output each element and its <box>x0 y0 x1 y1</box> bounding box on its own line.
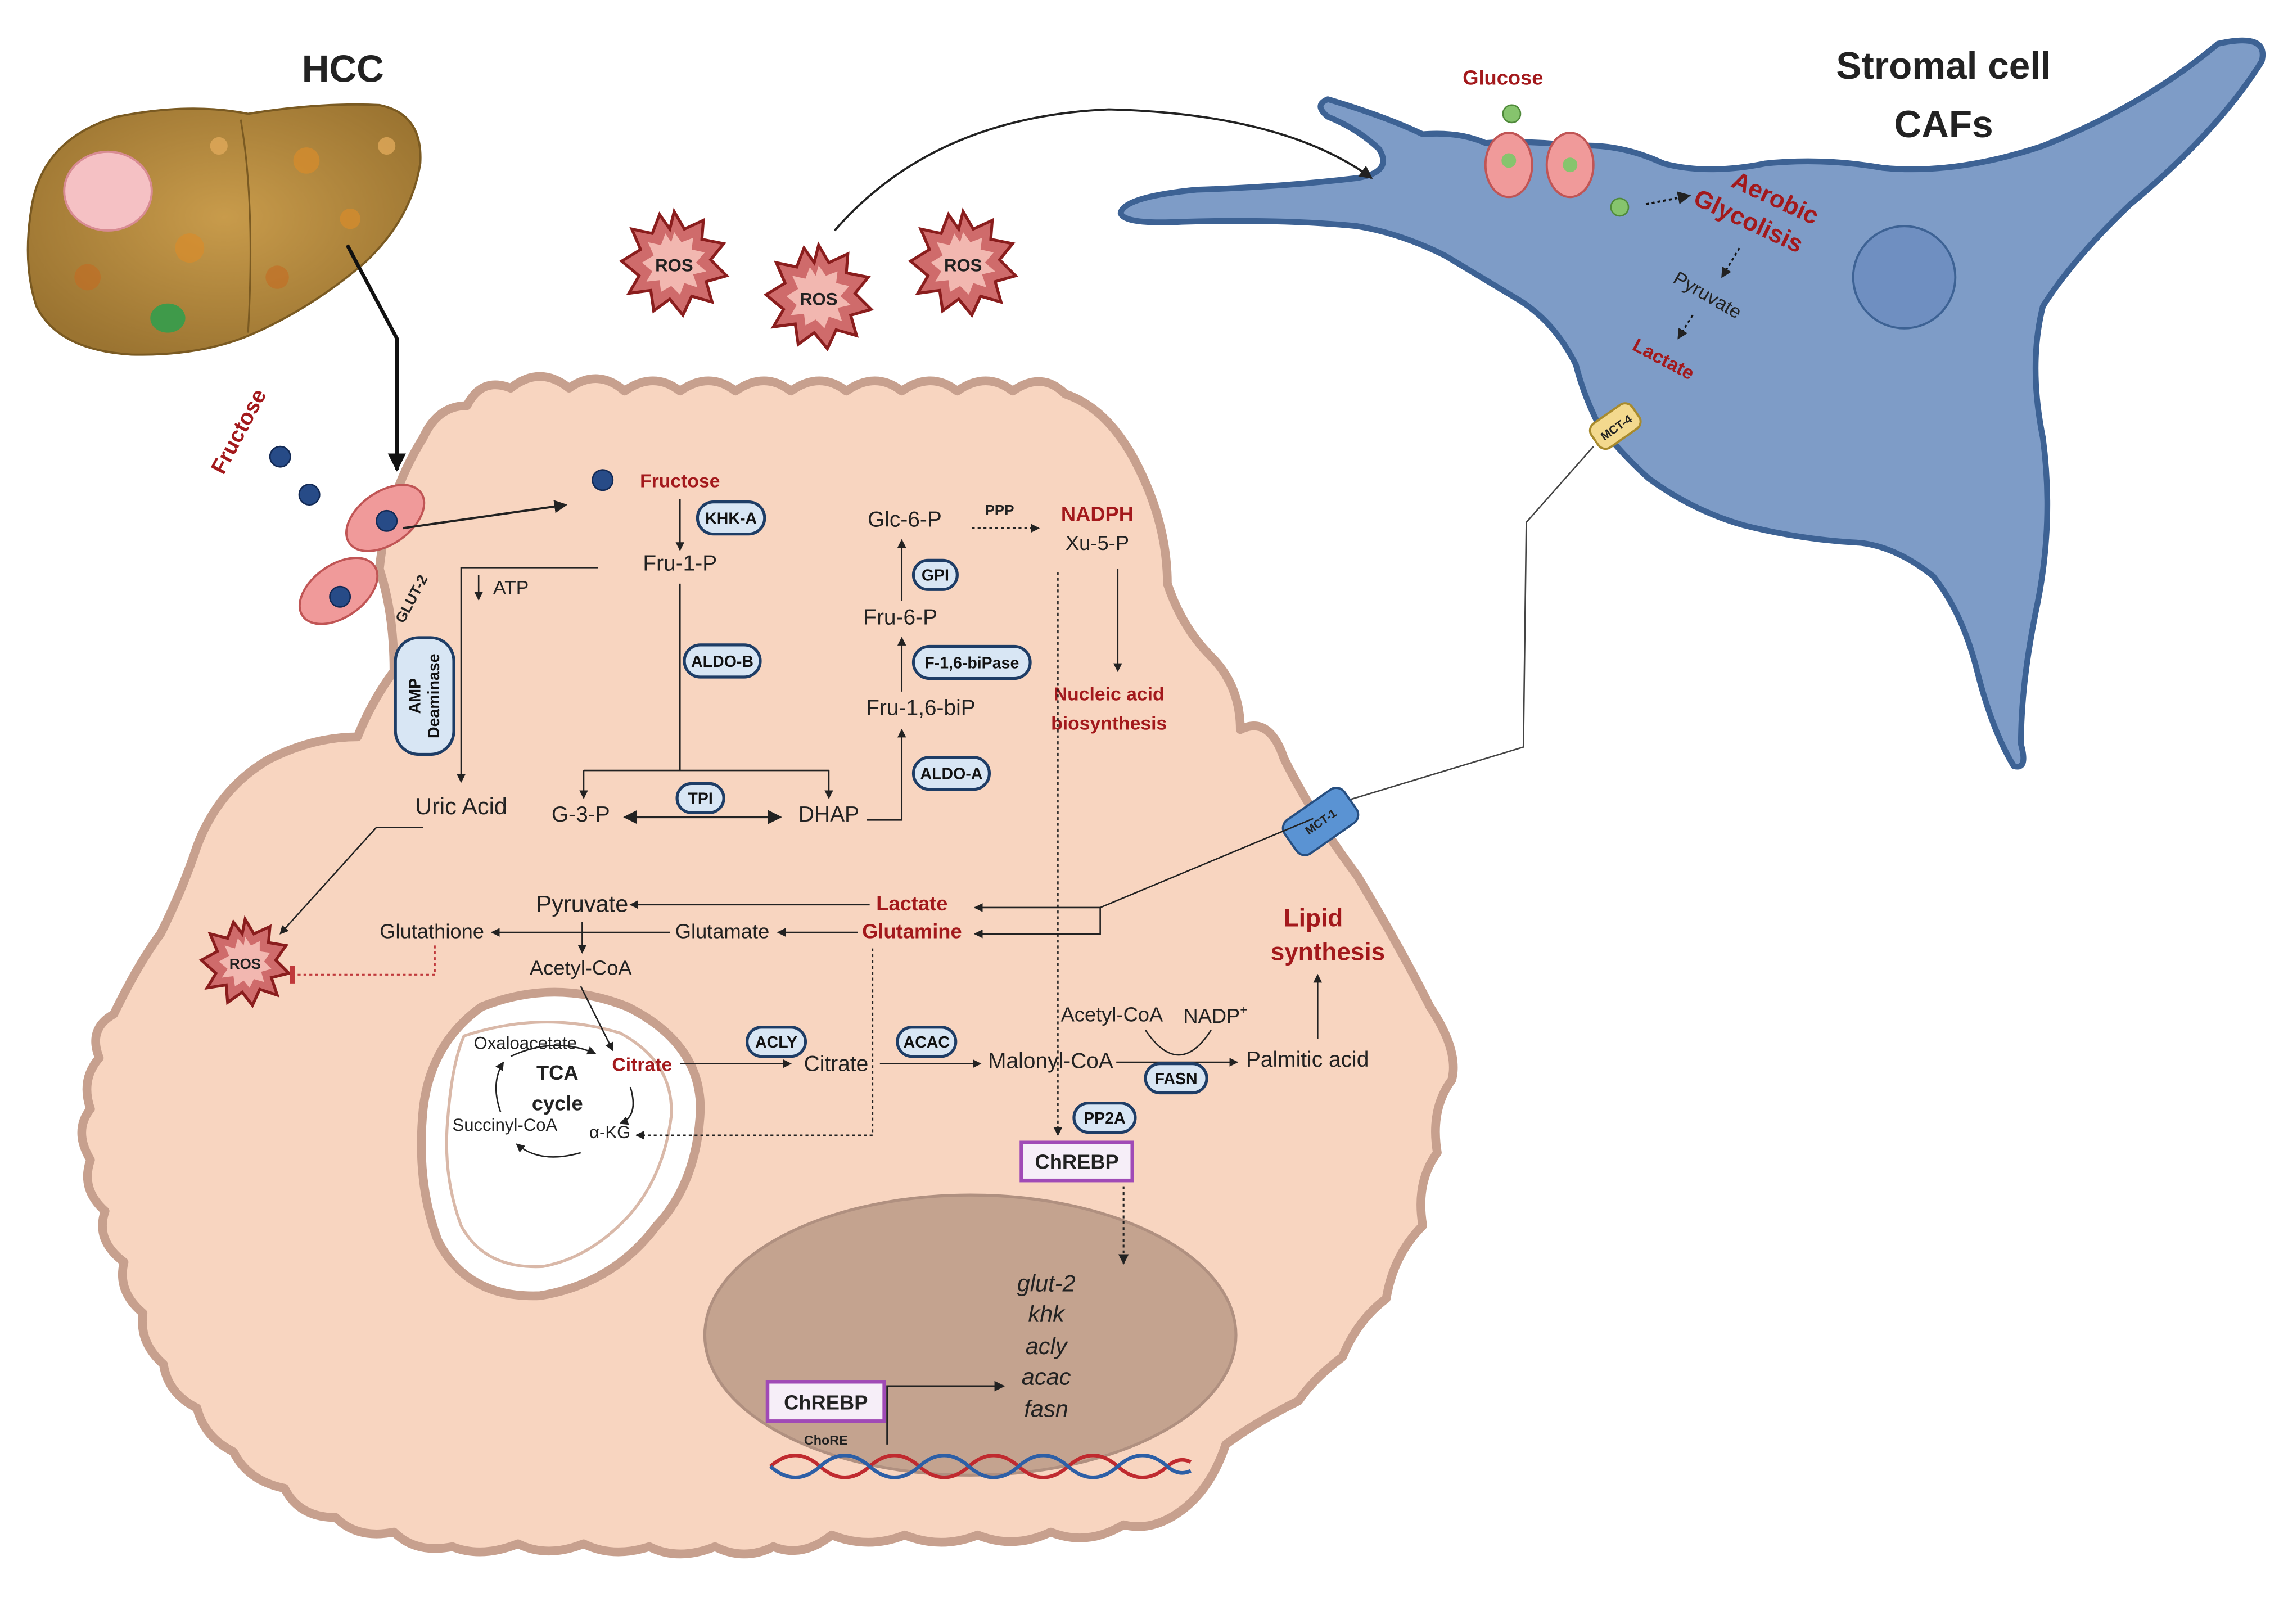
glutamine-label: Glutamine <box>862 919 962 942</box>
acetylcoa-label-2: Acetyl-CoA <box>1061 1003 1163 1026</box>
f16bipase-enzyme-badge: F-1,6-biPase <box>911 644 1032 680</box>
ros-label-3: ROS <box>944 256 982 276</box>
pyruvate-label: Pyruvate <box>536 891 629 917</box>
aldoa-enzyme-badge: ALDO-A <box>911 756 991 791</box>
cafs-title: CAFs <box>1894 103 1993 146</box>
ppp-label: PPP <box>985 503 1014 518</box>
nadph-label: NADPH <box>1061 502 1134 525</box>
ros-burst-icon <box>619 207 730 318</box>
nadp-superscript: + <box>1240 1002 1248 1017</box>
caf-cell-body <box>1117 37 2266 770</box>
oxaloacetate-label: Oxaloacetate <box>473 1034 576 1053</box>
dna-helix-icon <box>769 1454 1192 1479</box>
citrate-red-label: Citrate <box>612 1054 672 1076</box>
pp2a-enzyme-badge: PP2A <box>1072 1102 1137 1134</box>
gpi-label: GPI <box>922 567 949 585</box>
gene-acac: acac <box>1022 1363 1071 1390</box>
fasn-enzyme-badge: FASN <box>1144 1062 1208 1095</box>
gene-acly: acly <box>1026 1333 1068 1359</box>
acly-enzyme-badge: ACLY <box>746 1026 807 1058</box>
deaminase-label: Deaminase <box>425 653 443 738</box>
citrate-label: Citrate <box>804 1052 869 1076</box>
mitochondrion-icon <box>417 987 705 1301</box>
tca-cycle-arrows <box>495 1044 634 1158</box>
acly-label: ACLY <box>755 1034 797 1052</box>
mct1-transporter-icon <box>1281 787 1360 856</box>
mct4-transporter-icon <box>1588 402 1642 450</box>
akg-label: α-KG <box>589 1122 630 1142</box>
fru1p-label: Fru-1-P <box>643 552 717 576</box>
g3p-label: G-3-P <box>552 802 610 827</box>
atp-label: ATP <box>493 577 529 598</box>
nucleic-acid-label: Nucleic acid <box>1054 684 1165 705</box>
ros-label-4: ROS <box>229 957 261 972</box>
hcc-title: HCC <box>302 48 384 90</box>
glucose-molecule-icon <box>1610 197 1630 217</box>
tpi-label: TPI <box>688 790 712 808</box>
caf-nucleus-icon <box>1852 225 1957 330</box>
ros-label-2: ROS <box>800 289 837 309</box>
glutathione-label: Glutathione <box>380 919 484 942</box>
fru16bip-label: Fru-1,6-biP <box>866 696 976 720</box>
amp-label: AMP <box>406 678 424 714</box>
uric-acid-label: Uric Acid <box>415 793 507 819</box>
glutamate-label: Glutamate <box>675 919 770 942</box>
aldoa-label: ALDO-A <box>920 765 982 783</box>
khka-label: KHK-A <box>705 510 757 528</box>
nucleus-icon <box>703 1193 1238 1477</box>
glut-transporter-icon <box>1484 132 1595 199</box>
gene-glut2: glut-2 <box>1017 1270 1076 1296</box>
ros-burst-icon <box>908 207 1019 318</box>
glucose-molecule-icon <box>1502 104 1522 124</box>
fructose-label: Fructose <box>640 471 720 492</box>
aldob-enzyme-badge: ALDO-B <box>683 643 762 679</box>
gene-khk: khk <box>1028 1301 1066 1327</box>
liver-icon <box>26 103 422 356</box>
nadp-text: NADP <box>1183 1004 1240 1027</box>
f16bipase-label: F-1,6-biPase <box>924 654 1019 672</box>
synthesis-label: synthesis <box>1271 938 1386 966</box>
tca-label: TCA <box>536 1061 579 1084</box>
gpi-enzyme-badge: GPI <box>911 558 959 591</box>
biosynthesis-label: biosynthesis <box>1051 712 1167 734</box>
malonylcoa-label: Malonyl-CoA <box>988 1049 1113 1073</box>
gene-fasn: fasn <box>1024 1396 1068 1422</box>
fru6p-label: Fru-6-P <box>863 606 937 630</box>
chrebp-nucleus-label: ChREBP <box>784 1391 868 1414</box>
acac-enzyme-badge: ACAC <box>896 1026 958 1058</box>
ros-label-1: ROS <box>655 256 693 276</box>
glc6p-label: Glc-6-P <box>868 508 942 532</box>
succinylcoa-label: Succinyl-CoA <box>452 1115 557 1135</box>
fasn-label: FASN <box>1155 1070 1198 1088</box>
fructose-molecule-icon <box>269 445 291 468</box>
ros-burst-icon <box>763 241 874 352</box>
pp2a-label: PP2A <box>1084 1109 1126 1127</box>
cycle-label: cycle <box>532 1092 583 1115</box>
acetylcoa-label-1: Acetyl-CoA <box>530 956 632 979</box>
xu5p-label: Xu-5-P <box>1066 531 1129 554</box>
chrebp-label: ChREBP <box>1035 1150 1118 1173</box>
amp-deaminase-enzyme-badge: AMP Deaminase <box>394 636 455 756</box>
caf-glucose-label: Glucose <box>1463 66 1543 89</box>
stromal-cell-title: Stromal cell <box>1836 45 2051 87</box>
fructose-molecule-icon <box>592 469 614 491</box>
palmitic-acid-label: Palmitic acid <box>1246 1048 1369 1072</box>
chrebp-nucleus-box: ChREBP <box>765 1380 886 1423</box>
target-gene-list: glut-2 khk acly acac fasn <box>1017 1270 1076 1422</box>
ros-burst-icon <box>198 915 292 1008</box>
chore-label: ChoRE <box>804 1433 848 1447</box>
fructose-molecule-icon <box>298 484 321 506</box>
tpi-enzyme-badge: TPI <box>675 782 725 814</box>
dhap-label: DHAP <box>798 802 859 827</box>
chrebp-box: ChREBP <box>1019 1140 1134 1183</box>
lipid-label: Lipid <box>1284 905 1343 932</box>
acac-label: ACAC <box>904 1034 950 1052</box>
aldob-label: ALDO-B <box>691 653 753 671</box>
glut2-transporter-icon <box>298 484 426 625</box>
lactate-label: Lactate <box>876 892 947 915</box>
khka-enzyme-badge: KHK-A <box>696 500 766 536</box>
fructose-outside-label: Fructose <box>206 385 271 478</box>
nadp-label: NADP+ <box>1183 1002 1248 1027</box>
